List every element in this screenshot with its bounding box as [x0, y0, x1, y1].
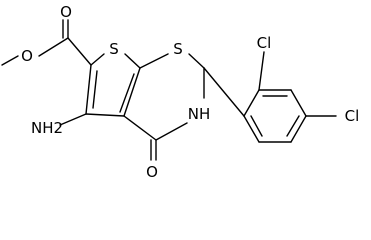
bond-ar-cl-ortho — [258, 51, 265, 91]
bond-c5-c6-inner — [92, 70, 98, 109]
bond-ar5-ar6 — [243, 115, 260, 143]
atom-amide-nh: NH — [188, 105, 211, 123]
bond-carbonyl-c-ring — [67, 37, 92, 66]
chemical-structure: O O S S NH2 NH O Cl Cl — [1, 3, 359, 181]
bond-c4-c4a — [123, 115, 157, 141]
atom-cl-ortho: Cl — [257, 34, 272, 52]
bond-c7a-c4a — [123, 67, 141, 117]
atom-amino: NH2 — [31, 119, 63, 137]
atom-ester-o-methoxy: O — [21, 47, 33, 65]
atom-cl-para: Cl — [345, 107, 360, 125]
bond-c5-c6 — [85, 64, 92, 115]
bond-ar-inner-2 — [286, 115, 300, 137]
atom-amide-o: O — [146, 163, 158, 181]
bond-s2-c2 — [188, 53, 205, 69]
bond-o-carbonyl-c — [38, 37, 69, 57]
bond-c5-nh2 — [59, 113, 87, 126]
atom-labels: O O S S NH2 NH O Cl Cl — [21, 3, 359, 181]
bond-c6-s1 — [90, 53, 105, 66]
bond-c2-aryl — [203, 67, 245, 117]
atom-thiazine-s: S — [173, 40, 183, 58]
bond-s1-c7a — [124, 53, 141, 69]
atom-ester-o-carbonyl: O — [60, 3, 72, 21]
bond-ar2-ar3 — [290, 89, 307, 117]
bond-n3-c4 — [155, 122, 188, 141]
bond-ar3-ar4 — [290, 115, 307, 143]
atom-thiophene-s: S — [109, 40, 119, 58]
bonds — [1, 19, 337, 161]
bond-ar-inner-3 — [250, 115, 263, 137]
bond-methyl-o — [1, 55, 19, 66]
bond-c7a-s2 — [139, 53, 169, 69]
bond-c7a-c4a-inner — [119, 73, 135, 113]
bond-c4a-c5 — [85, 113, 125, 117]
bond-aryl-c1-c1-link — [243, 89, 260, 117]
